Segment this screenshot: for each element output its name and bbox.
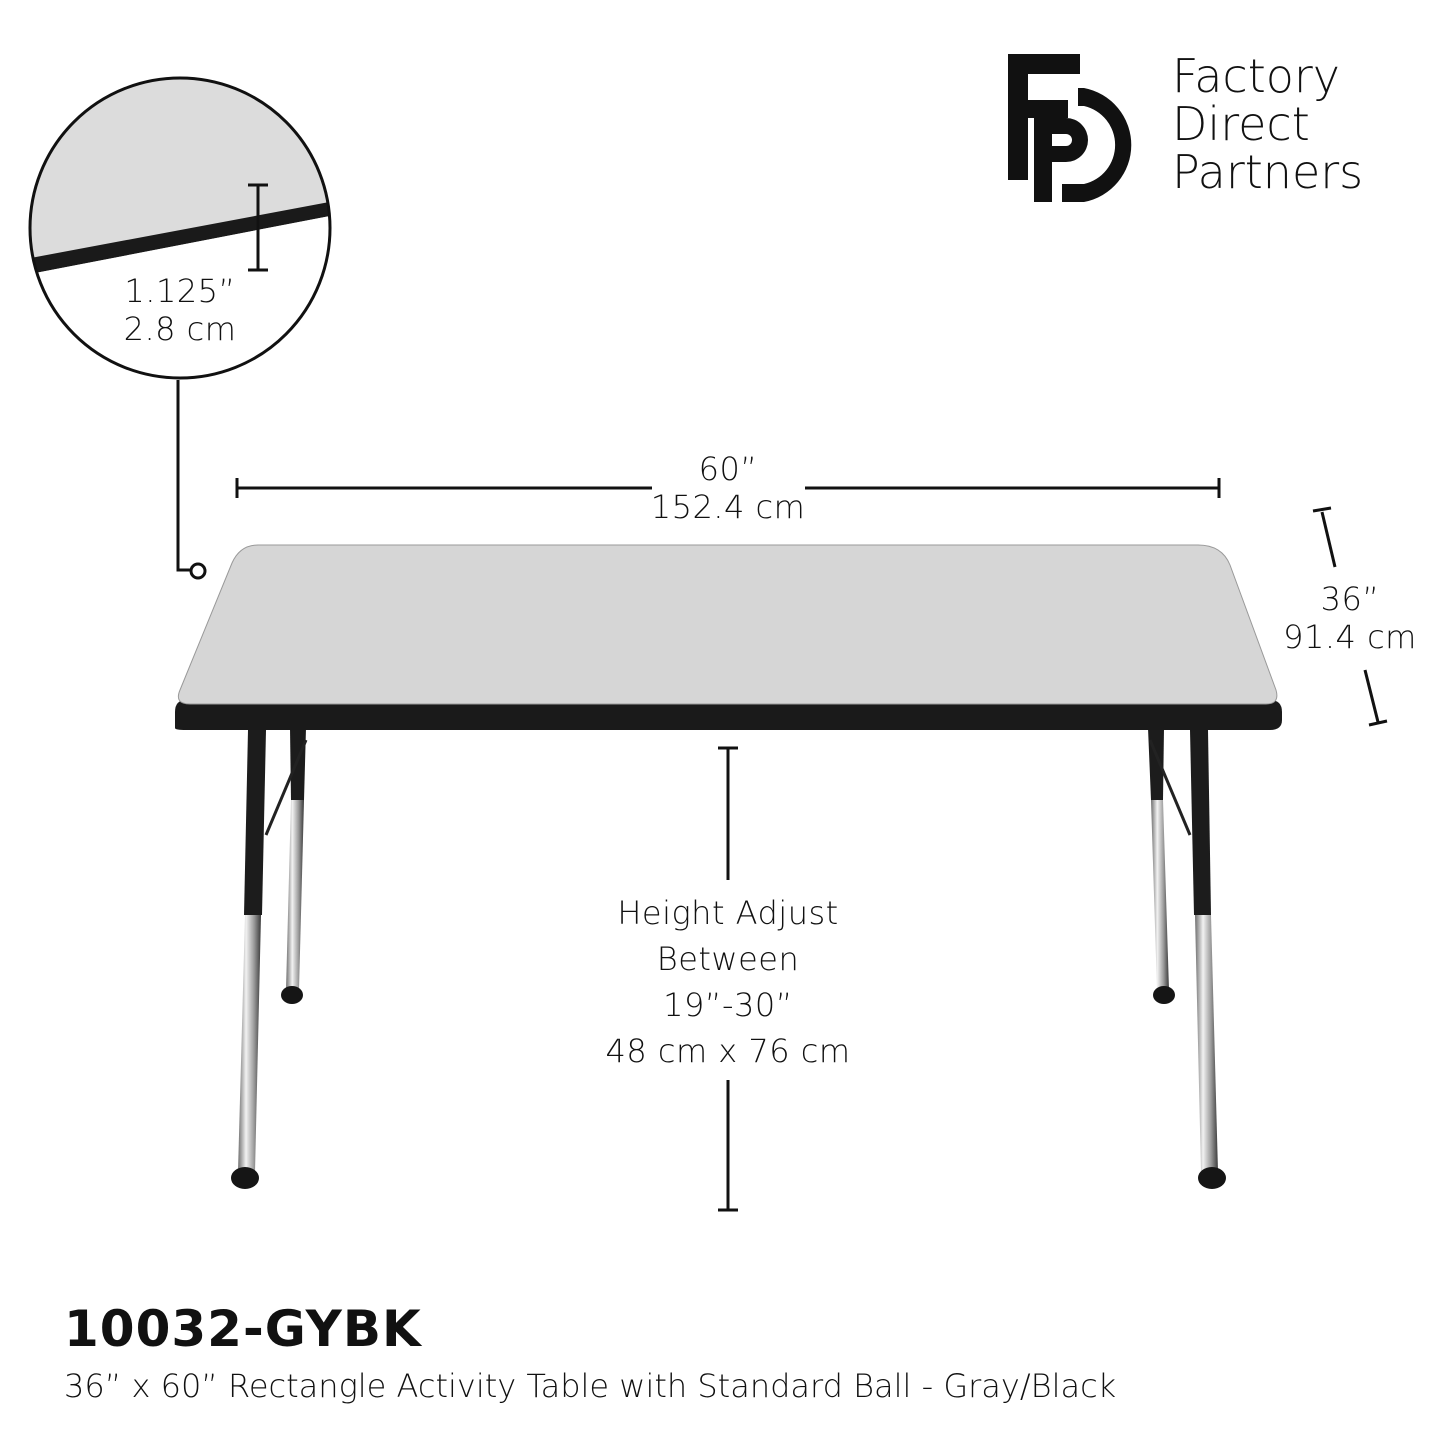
product-description: 36” x 60” Rectangle Activity Table with … [64, 1367, 1117, 1405]
edge-thickness-inset [28, 76, 332, 380]
width-dimension-line [235, 478, 1221, 498]
depth-label: 36” 91.4 cm [1270, 580, 1430, 657]
table-leg-front-right [1190, 730, 1226, 1189]
inset-leader-line [176, 380, 191, 572]
height-dimension-line [718, 746, 738, 1212]
table-leg-front-left [231, 730, 266, 1189]
height-line: 48 cm x 76 cm [605, 1032, 851, 1070]
thickness-label: 1.125” 2.8 cm [100, 272, 260, 349]
height-label: Height Adjust Between 19”-30” 48 cm x 76… [578, 890, 878, 1074]
width-inches: 60” [698, 450, 758, 488]
height-line: Between [656, 940, 800, 978]
table-leg-back-left [264, 728, 308, 1004]
depth-inches: 36” [1320, 580, 1380, 618]
table-leg-back-right [1148, 728, 1192, 1004]
brand-name: Factory Direct Partners [1172, 52, 1363, 196]
height-line: Height Adjust [617, 894, 839, 932]
depth-cm: 91.4 cm [1283, 618, 1417, 657]
table-top [175, 544, 1282, 730]
width-label: 60” 152.4 cm [628, 450, 828, 527]
width-cm: 152.4 cm [650, 488, 806, 527]
brand-name-line: Direct [1172, 97, 1310, 151]
brand-logo-mark [1008, 54, 1132, 202]
product-sku: 10032-GYBK [64, 1300, 422, 1358]
thickness-inches: 1.125” [124, 272, 236, 310]
depth-dimension-line [1312, 506, 1388, 727]
brand-name-line: Partners [1172, 145, 1364, 199]
thickness-cm: 2.8 cm [123, 310, 237, 349]
height-line: 19”-30” [663, 986, 793, 1024]
brand-name-line: Factory [1172, 49, 1341, 103]
